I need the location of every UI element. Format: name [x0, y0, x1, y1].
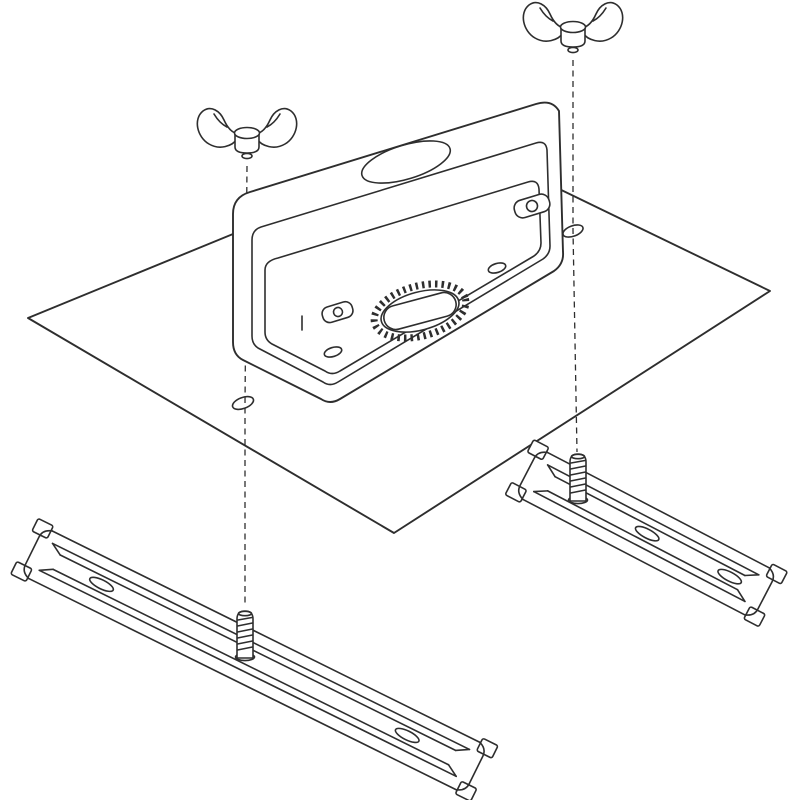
lug-screw-hole-right [525, 199, 539, 213]
screw-slot-upper [487, 262, 507, 274]
rail-end-tab [743, 606, 766, 627]
electrical-back-box: Electrical back box [232, 101, 565, 403]
rail-slot [88, 576, 115, 593]
rail-end-tab [476, 738, 499, 759]
fixing-rail-left: Fixing rail Threaded stud [10, 518, 499, 800]
lug-screw-hole-left [332, 306, 344, 318]
wing-nut-right: Wing nut [522, 1, 624, 54]
wing-nut-left: Wing nut [196, 107, 298, 160]
rail-end-tab [31, 518, 54, 539]
screw-slot-lower [323, 346, 343, 358]
serrated-knockout [370, 280, 470, 342]
fixing-lug-right [513, 193, 551, 219]
fixing-rail-right: Fixing rail Threaded stud [505, 439, 788, 627]
fixing-lug-left [321, 300, 354, 324]
threaded-stud-left: Threaded stud [234, 610, 256, 662]
assembly-line-right: Assembly line [572, 60, 578, 453]
rail-slot [717, 568, 743, 585]
rail-end-tab [765, 563, 788, 585]
knockout-slot [383, 291, 457, 331]
box-opening-rim [251, 141, 551, 386]
top-knockout-hole [360, 140, 452, 184]
knockout-teeth-ring [370, 280, 470, 342]
box-back-wall [264, 180, 542, 375]
rail-slot [634, 525, 660, 542]
threaded-stud-right: Threaded stud [567, 453, 589, 505]
rail-slot [394, 727, 420, 744]
box-outline [232, 101, 565, 403]
